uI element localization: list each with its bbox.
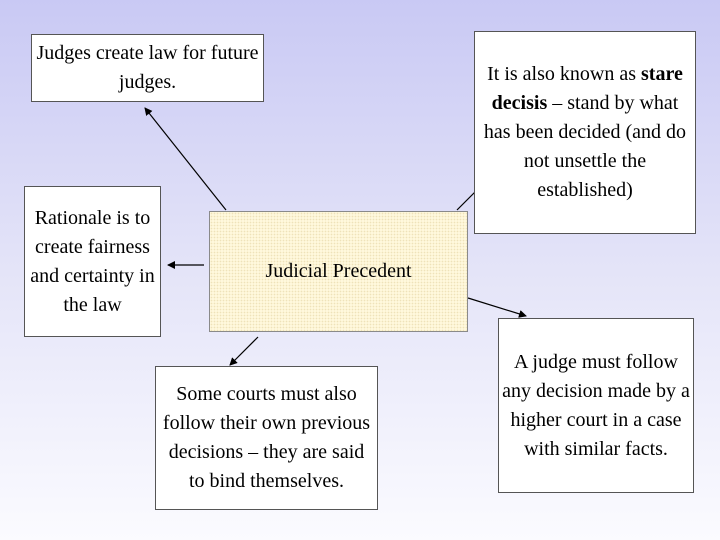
- left-note: Rationale is to create fairness and cert…: [24, 186, 161, 337]
- top-right-text-after: – stand by what has been decided (and do…: [483, 92, 687, 201]
- arrow-to-bottom-center: [229, 336, 259, 366]
- central-concept-label: Judicial Precedent: [265, 260, 412, 282]
- arrow-to-bottom-right: [467, 297, 527, 318]
- stare-decisis-term: stare decisis: [491, 63, 683, 114]
- central-concept-box: Judicial Precedent: [209, 211, 468, 332]
- top-left-note-text: Judges create law for future judges.: [36, 42, 259, 93]
- arrow-to-top-left: [144, 107, 227, 211]
- left-note-text: Rationale is to create fairness and cert…: [30, 206, 155, 316]
- top-left-note: Judges create law for future judges.: [31, 34, 264, 102]
- top-right-note-text: It is also known as stare decisis – stan…: [481, 60, 689, 205]
- bottom-center-note-text: Some courts must also follow their own p…: [162, 383, 371, 492]
- bottom-right-note-text: A judge must follow any decision made by…: [502, 350, 690, 460]
- top-right-note: It is also known as stare decisis – stan…: [474, 31, 696, 234]
- bottom-center-note: Some courts must also follow their own p…: [155, 366, 378, 510]
- top-right-text-before: It is also known as: [487, 63, 642, 85]
- bottom-right-note: A judge must follow any decision made by…: [498, 318, 694, 493]
